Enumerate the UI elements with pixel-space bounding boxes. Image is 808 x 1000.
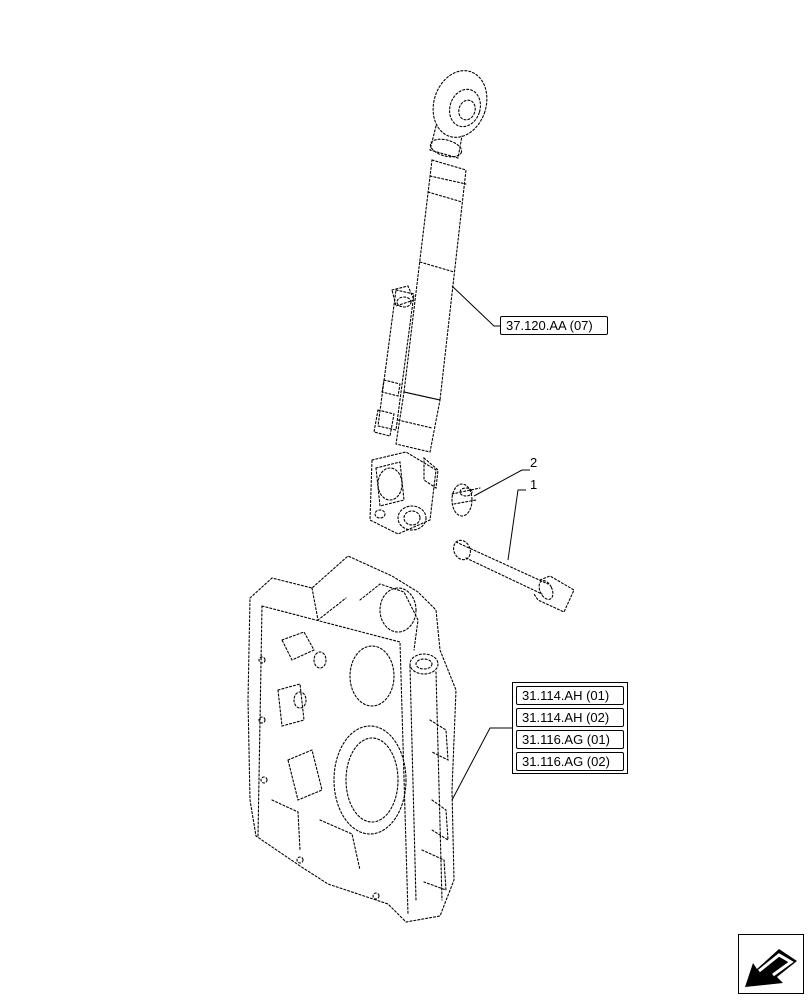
pin-part-1 [453,539,575,613]
linch-pin-part-2 [451,483,481,517]
ref-31-114-ah-01[interactable]: 31.114.AH (01) [516,686,624,705]
housing-reference-group: 31.114.AH (01) 31.114.AH (02) 31.116.AG … [512,682,628,774]
ref-31-114-ah-02[interactable]: 31.114.AH (02) [516,708,624,727]
top-link-assembly [369,70,488,535]
ref-31-116-ag-01[interactable]: 31.116.AG (01) [516,730,624,749]
rear-housing [247,555,457,923]
ref-top-link-37-120-aa-07[interactable]: 37.120.AA (07) [500,316,608,335]
callout-part-1: 1 [530,477,538,492]
next-page-button[interactable] [738,934,804,994]
ref-31-116-ag-02[interactable]: 31.116.AG (02) [516,752,624,771]
leader-lines [451,285,530,801]
callout-part-2: 2 [530,455,538,470]
next-page-arrow-icon [745,949,797,987]
